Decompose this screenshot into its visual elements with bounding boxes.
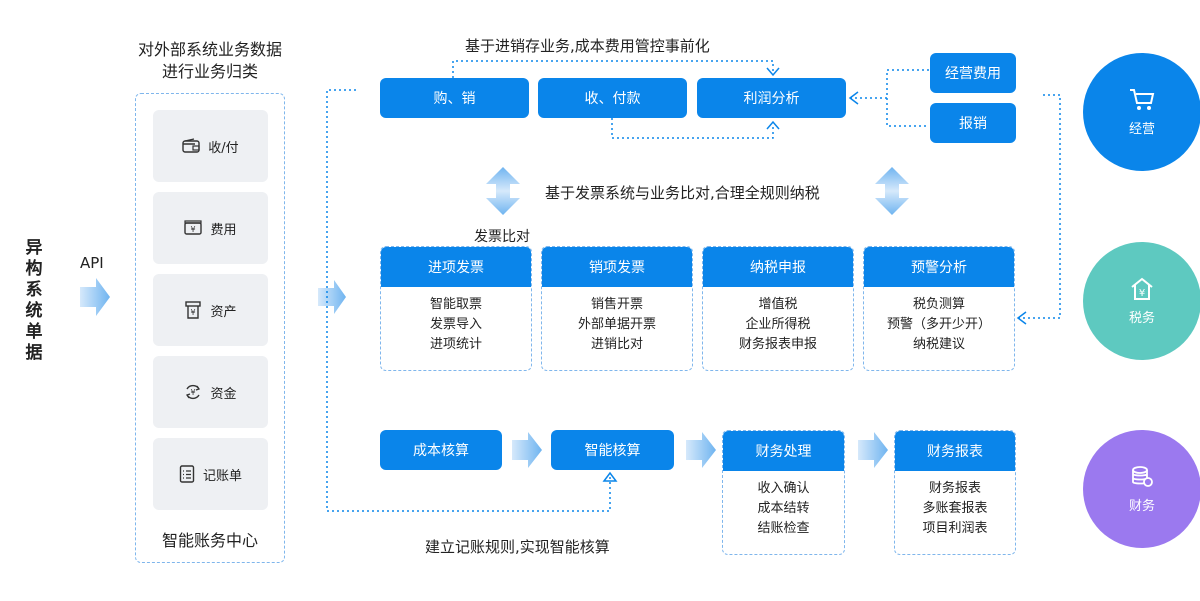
invoice-compare-label: 发票比对	[474, 229, 530, 245]
panel-caption-line1: 对外部系统业务数据	[137, 40, 282, 59]
sidebar-item-fund[interactable]: ¥ 资金	[153, 356, 268, 428]
financial-processing-card[interactable]: 财务处理 收入确认 成本结转 结账检查	[722, 430, 845, 555]
warning-analysis-card[interactable]: 预警分析 税负测算 预警（多开少开） 纳税建议	[863, 246, 1015, 371]
bottom-loop-line	[611, 118, 774, 139]
tax-circle[interactable]: ¥ 税务	[1083, 242, 1200, 360]
card-item: 结账检查	[757, 521, 810, 536]
middle-caption: 基于发票系统与业务比对,合理全规则纳税	[545, 184, 820, 202]
svg-text:¥: ¥	[1139, 288, 1145, 299]
card-title: 进项发票	[381, 247, 531, 287]
source-docs-title: 异构系统单据	[25, 238, 43, 363]
sidebar-item-expense[interactable]: ¥ 费用	[153, 192, 268, 264]
right-bracket-line	[850, 69, 929, 127]
bottom-caption: 建立记账规则,实现智能核算	[425, 538, 610, 556]
smart-accounting-panel	[135, 93, 285, 563]
card-item: 财务报表申报	[738, 337, 817, 352]
flow-arrow-2	[686, 432, 716, 468]
card-item: 收入确认	[757, 481, 810, 496]
card-item: 多账套报表	[922, 501, 988, 516]
api-arrow	[80, 278, 110, 316]
double-arrow-left	[486, 167, 520, 215]
card-item: 进项统计	[429, 337, 482, 352]
circle-label: 税务	[1128, 310, 1155, 326]
expense-icon: ¥	[184, 220, 203, 235]
card-item: 成本结转	[757, 501, 810, 516]
tax-filing-card[interactable]: 纳税申报 增值税 企业所得税 财务报表申报	[702, 246, 854, 371]
reimbursement-button[interactable]: 报销	[930, 103, 1016, 143]
card-item: 外部单据开票	[577, 317, 656, 332]
card-title: 销项发票	[542, 247, 692, 287]
svg-text:¥: ¥	[191, 225, 196, 234]
sidebar-item-label: 资金	[210, 386, 237, 402]
circle-label: 经营	[1128, 121, 1155, 137]
svg-text:¥: ¥	[191, 308, 196, 317]
output-invoice-card[interactable]: 销项发票 销售开票 外部单据开票 进销比对	[541, 246, 693, 371]
asset-icon: ¥	[185, 301, 202, 319]
flow-arrow-3	[858, 432, 888, 468]
profit-analysis-button[interactable]: 利润分析	[697, 78, 846, 118]
tax-house-icon: ¥	[1131, 277, 1153, 300]
smart-calc-arrowhead	[602, 471, 618, 482]
panel-caption-line2: 进行业务归类	[161, 62, 258, 81]
receipt-payment-button[interactable]: 收、付款	[538, 78, 687, 118]
panel-footer: 智能账务中心	[161, 531, 258, 550]
card-item: 项目利润表	[922, 521, 988, 536]
left-bracket-line	[326, 89, 611, 512]
top-caption: 基于进销存业务,成本费用管控事前化	[465, 37, 710, 55]
card-title: 纳税申报	[703, 247, 853, 287]
card-item: 销售开票	[590, 297, 643, 312]
sidebar-item-ledger[interactable]: 记账单	[153, 438, 268, 510]
sidebar-item-label: 费用	[210, 222, 237, 238]
card-title: 财务报表	[895, 431, 1015, 471]
cart-icon	[1130, 88, 1155, 110]
smart-accounting-button[interactable]: 智能核算	[551, 430, 674, 470]
panel-arrow	[318, 280, 346, 314]
card-item: 发票导入	[429, 317, 482, 332]
card-item: 企业所得税	[745, 317, 811, 332]
card-item: 增值税	[758, 297, 798, 312]
purchase-sales-button[interactable]: 购、销	[380, 78, 529, 118]
api-label: API	[80, 254, 104, 272]
cost-accounting-button[interactable]: 成本核算	[380, 430, 502, 470]
circle-label: 财务	[1128, 498, 1155, 514]
wallet-icon	[182, 138, 200, 153]
coins-icon	[1132, 465, 1153, 487]
card-item: 纳税建议	[912, 337, 965, 352]
flow-arrow-1	[512, 432, 542, 468]
card-item: 预警（多开少开）	[886, 317, 991, 332]
input-invoice-card[interactable]: 进项发票 智能取票 发票导入 进项统计	[380, 246, 532, 371]
finance-circle[interactable]: 财务	[1083, 430, 1200, 548]
right-long-line	[1018, 94, 1061, 319]
financial-report-card[interactable]: 财务报表 财务报表 多账套报表 项目利润表	[894, 430, 1016, 555]
sidebar-item-label: 资产	[210, 304, 237, 320]
card-item: 进销比对	[590, 337, 643, 352]
card-item: 智能取票	[429, 297, 482, 312]
card-title: 财务处理	[723, 431, 844, 471]
sidebar-item-label: 记账单	[202, 468, 242, 484]
fund-icon: ¥	[186, 384, 201, 400]
top-loop-line	[452, 60, 774, 78]
double-arrow-right	[875, 167, 909, 215]
ledger-icon	[179, 465, 195, 483]
sidebar-item-asset[interactable]: ¥ 资产	[153, 274, 268, 346]
operation-circle[interactable]: 经营	[1083, 53, 1200, 171]
card-title: 预警分析	[864, 247, 1014, 287]
sidebar-item-receipt-payment[interactable]: 收/付	[153, 110, 268, 182]
sidebar-item-label: 收/付	[208, 140, 239, 156]
card-item: 税负测算	[912, 297, 965, 312]
card-item: 财务报表	[928, 481, 981, 496]
svg-text:¥: ¥	[191, 388, 196, 397]
operating-expense-button[interactable]: 经营费用	[930, 53, 1016, 93]
